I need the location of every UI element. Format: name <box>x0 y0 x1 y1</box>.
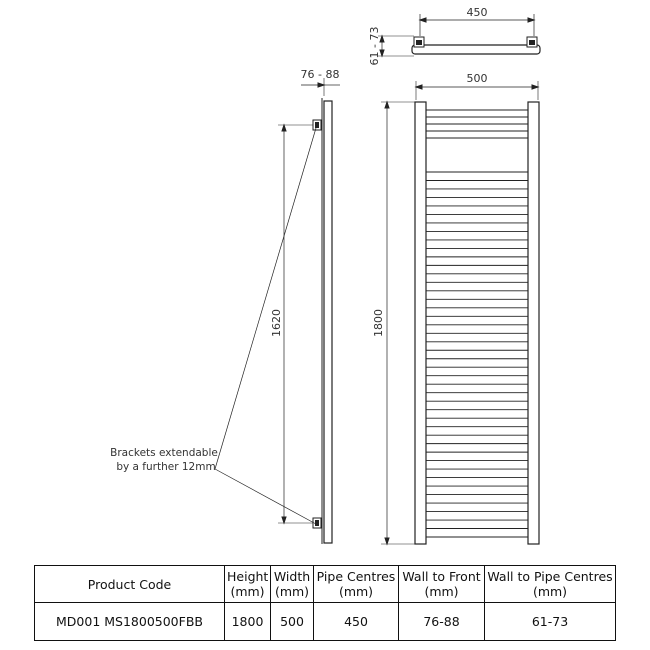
table-header-row: Product Code Height (mm) Width (mm) Pipe… <box>34 565 616 603</box>
spec-table: Product Code Height (mm) Width (mm) Pipe… <box>34 565 616 641</box>
dim-pipe-centres-top: 450 <box>467 6 488 19</box>
dim-bracket-centres: 1620 <box>270 309 283 337</box>
dim-width: 500 <box>467 72 488 85</box>
cell-wall-to-pipe-centres: 61-73 <box>484 602 616 641</box>
radiator-rails <box>426 109 528 538</box>
cell-width: 500 <box>270 602 314 641</box>
cell-wall-to-front: 76-88 <box>398 602 485 641</box>
dim-wall-to-front: 76 - 88 <box>301 68 340 81</box>
top-view <box>378 14 541 58</box>
header-wall-to-front: Wall to Front (mm) <box>398 565 485 603</box>
side-view <box>214 78 340 544</box>
table-row: MD001 MS1800500FBB 1800 500 450 76-88 61… <box>34 602 616 641</box>
cell-height: 1800 <box>224 602 271 641</box>
front-view <box>381 81 540 546</box>
dim-height: 1800 <box>372 309 385 337</box>
header-height: Height (mm) <box>224 565 271 603</box>
bracket-note-line2: by a further 12mm <box>116 461 215 473</box>
header-wall-to-pipe-centres: Wall to Pipe Centres (mm) <box>484 565 616 603</box>
cell-pipe-centres: 450 <box>313 602 399 641</box>
dim-wall-to-pipe: 61 - 73 <box>368 27 381 66</box>
header-width: Width (mm) <box>270 565 314 603</box>
cell-product-code: MD001 MS1800500FBB <box>34 602 225 641</box>
header-product-code: Product Code <box>34 565 225 603</box>
bracket-note-line1: Brackets extendable <box>110 447 218 459</box>
radiator-technical-drawing: 450 61 - 73 76 - 88 1620 Brackets extend… <box>110 6 541 546</box>
header-pipe-centres: Pipe Centres (mm) <box>313 565 399 603</box>
